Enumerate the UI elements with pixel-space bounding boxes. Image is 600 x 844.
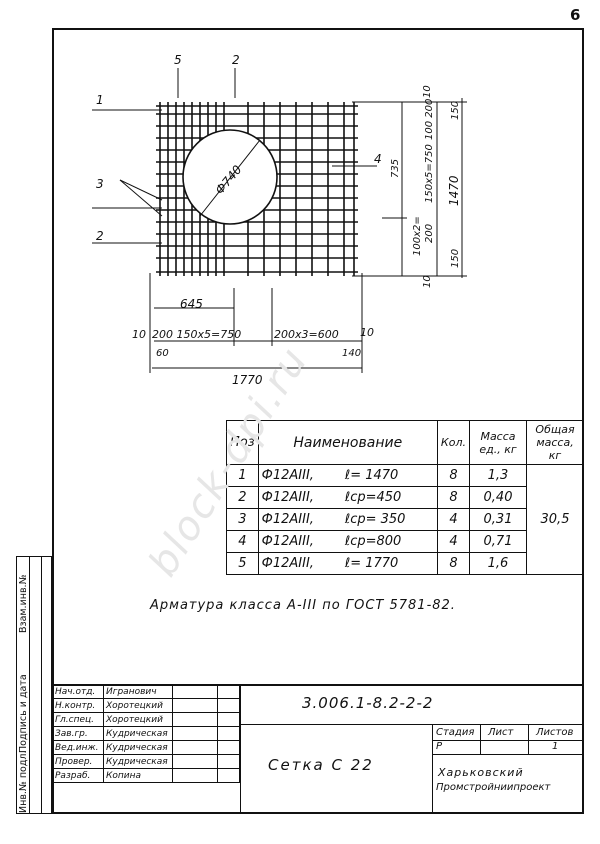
header-name: Наименование: [257, 420, 438, 465]
marker-5: 5: [174, 53, 182, 67]
marker-4: 4: [374, 152, 382, 166]
dim-chain1: 200 150х5=750: [152, 328, 241, 341]
spec-table: Поз Наименование Кол. Масса ед., кг Обща…: [226, 420, 584, 575]
approval-sidebar: Инв.№ подл.Подпись и датаВзам.инв.№: [16, 556, 52, 814]
stage-label: Стадия: [436, 727, 475, 738]
marker-2-top: 2: [232, 53, 240, 67]
org-line2: Промстройниипроект: [436, 782, 551, 793]
dim-150x5: 150х5=750: [424, 144, 435, 203]
opening-circle: [182, 129, 278, 225]
dim-150-bottom: 150: [450, 249, 461, 268]
header-qty: Кол.: [436, 420, 471, 465]
dim-1770: 1770: [232, 373, 263, 387]
stage-value: Р: [436, 741, 443, 752]
header-total: Общая масса, кг: [526, 420, 584, 465]
dim-100x2: 100х2=: [412, 216, 423, 256]
title-block: Нач.отд.Игранович Н.контр.Хоротецкий Гл.…: [52, 684, 584, 814]
header-mass: Масса ед., кг: [469, 420, 527, 465]
page-number: 6: [570, 6, 581, 24]
dim-735: 735: [390, 159, 401, 178]
sidebar-label-inv: Инв.№ подл.Подпись и датаВзам.инв.№: [18, 574, 29, 813]
marker-3: 3: [96, 177, 104, 191]
total-mass: 30,5: [526, 464, 584, 575]
sheet-label: Лист: [488, 727, 514, 738]
signature-table: Нач.отд.Игранович Н.контр.Хоротецкий Гл.…: [52, 684, 240, 783]
marker-1: 1: [96, 93, 104, 107]
dim-60: 60: [156, 348, 169, 359]
dim-150-top: 150: [450, 101, 461, 120]
header-pos: Поз: [226, 420, 259, 465]
dim-chain2: 200х3=600: [274, 328, 339, 341]
table-row: 5 Ф12АIII, ℓ= 1770 8 1,6: [226, 552, 584, 575]
dim-140: 140: [342, 348, 361, 359]
sheet-title: Сетка С 22: [268, 756, 374, 774]
table-row: 1 Ф12АIII, ℓ= 1470 8 1,3 30,5: [226, 464, 584, 575]
dim-1470: 1470: [447, 175, 461, 206]
dim-10-left: 10: [132, 328, 146, 341]
sheets-value: 1: [552, 741, 559, 752]
dim-10-right: 10: [360, 326, 374, 339]
reinforcement-note: Арматура класса А-III по ГОСТ 5781-82.: [150, 598, 456, 613]
org-line1: Харьковский: [438, 766, 524, 779]
sheets-label: Листов: [536, 727, 574, 738]
dim-100-200: 100 200: [424, 99, 435, 140]
dim-10-top: 10: [422, 85, 433, 98]
dim-10-bottom: 10: [422, 275, 433, 288]
dim-645: 645: [180, 297, 203, 311]
dim-200-bottom: 200: [424, 224, 435, 243]
table-row: 2 Ф12АIII, ℓср=450 8 0,40: [226, 486, 584, 509]
marker-2-left: 2: [96, 229, 104, 243]
mesh-drawing: 1 3 2 5 2 4 Ф740 645 10 200 150х5=750 20…: [92, 53, 467, 387]
doc-code: 3.006.1-8.2-2-2: [302, 694, 434, 712]
